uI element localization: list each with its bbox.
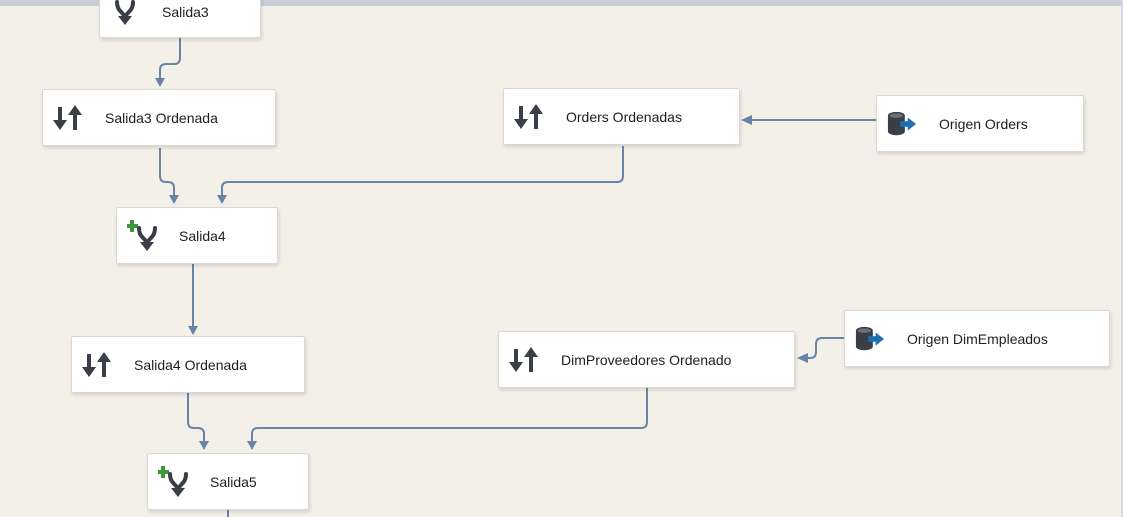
component-label: Salida5 [210, 473, 257, 490]
component-salida5[interactable]: Salida5 [147, 453, 309, 510]
sort-icon [53, 103, 83, 133]
component-label: Salida4 Ordenada [134, 356, 247, 373]
component-dimproveedores-ordenado[interactable]: DimProveedores Ordenado [498, 331, 795, 388]
component-salida3-ordenada[interactable]: Salida3 Ordenada [42, 89, 276, 146]
component-salida4[interactable]: Salida4 [116, 207, 278, 264]
component-label: Origen Orders [939, 115, 1028, 132]
component-origen-dimempleados[interactable]: Origen DimEmpleados [844, 310, 1110, 367]
merge-join-icon [110, 0, 140, 27]
merge-join-icon [127, 219, 157, 251]
component-label: Salida3 [162, 4, 209, 20]
component-orders-ordenadas[interactable]: Orders Ordenadas [503, 88, 740, 145]
path-origen-dimempleados-to-dimproveedores-ordenado[interactable] [797, 337, 844, 363]
path-salida4-to-salida4-ordenada[interactable] [188, 264, 198, 335]
path-dimproveedores-ordenado-to-salida5[interactable] [247, 388, 648, 450]
component-salida3[interactable]: Salida3 [99, 0, 261, 38]
database-source-icon [887, 109, 917, 139]
component-label: Orders Ordenadas [566, 108, 682, 125]
component-label: Origen DimEmpleados [907, 330, 1048, 347]
sort-icon [509, 345, 539, 375]
component-origen-orders[interactable]: Origen Orders [876, 95, 1084, 152]
merge-join-icon [158, 465, 188, 497]
sort-icon [82, 350, 112, 380]
path-salida4-ordenada-to-salida5[interactable] [187, 393, 209, 450]
component-label: Salida3 Ordenada [105, 109, 218, 126]
component-label: DimProveedores Ordenado [561, 351, 732, 368]
path-salida3-to-salida3-ordenada[interactable] [155, 38, 181, 87]
canvas-right-edge [1121, 0, 1123, 517]
component-label: Salida4 [179, 227, 226, 244]
path-orders-ordenadas-to-salida4[interactable] [217, 146, 624, 204]
database-source-icon [855, 324, 885, 354]
sort-icon [514, 102, 544, 132]
path-origen-orders-to-orders-ordenadas[interactable] [741, 115, 876, 125]
component-salida4-ordenada[interactable]: Salida4 Ordenada [71, 336, 305, 393]
path-salida3-ordenada-to-salida4[interactable] [159, 148, 179, 204]
